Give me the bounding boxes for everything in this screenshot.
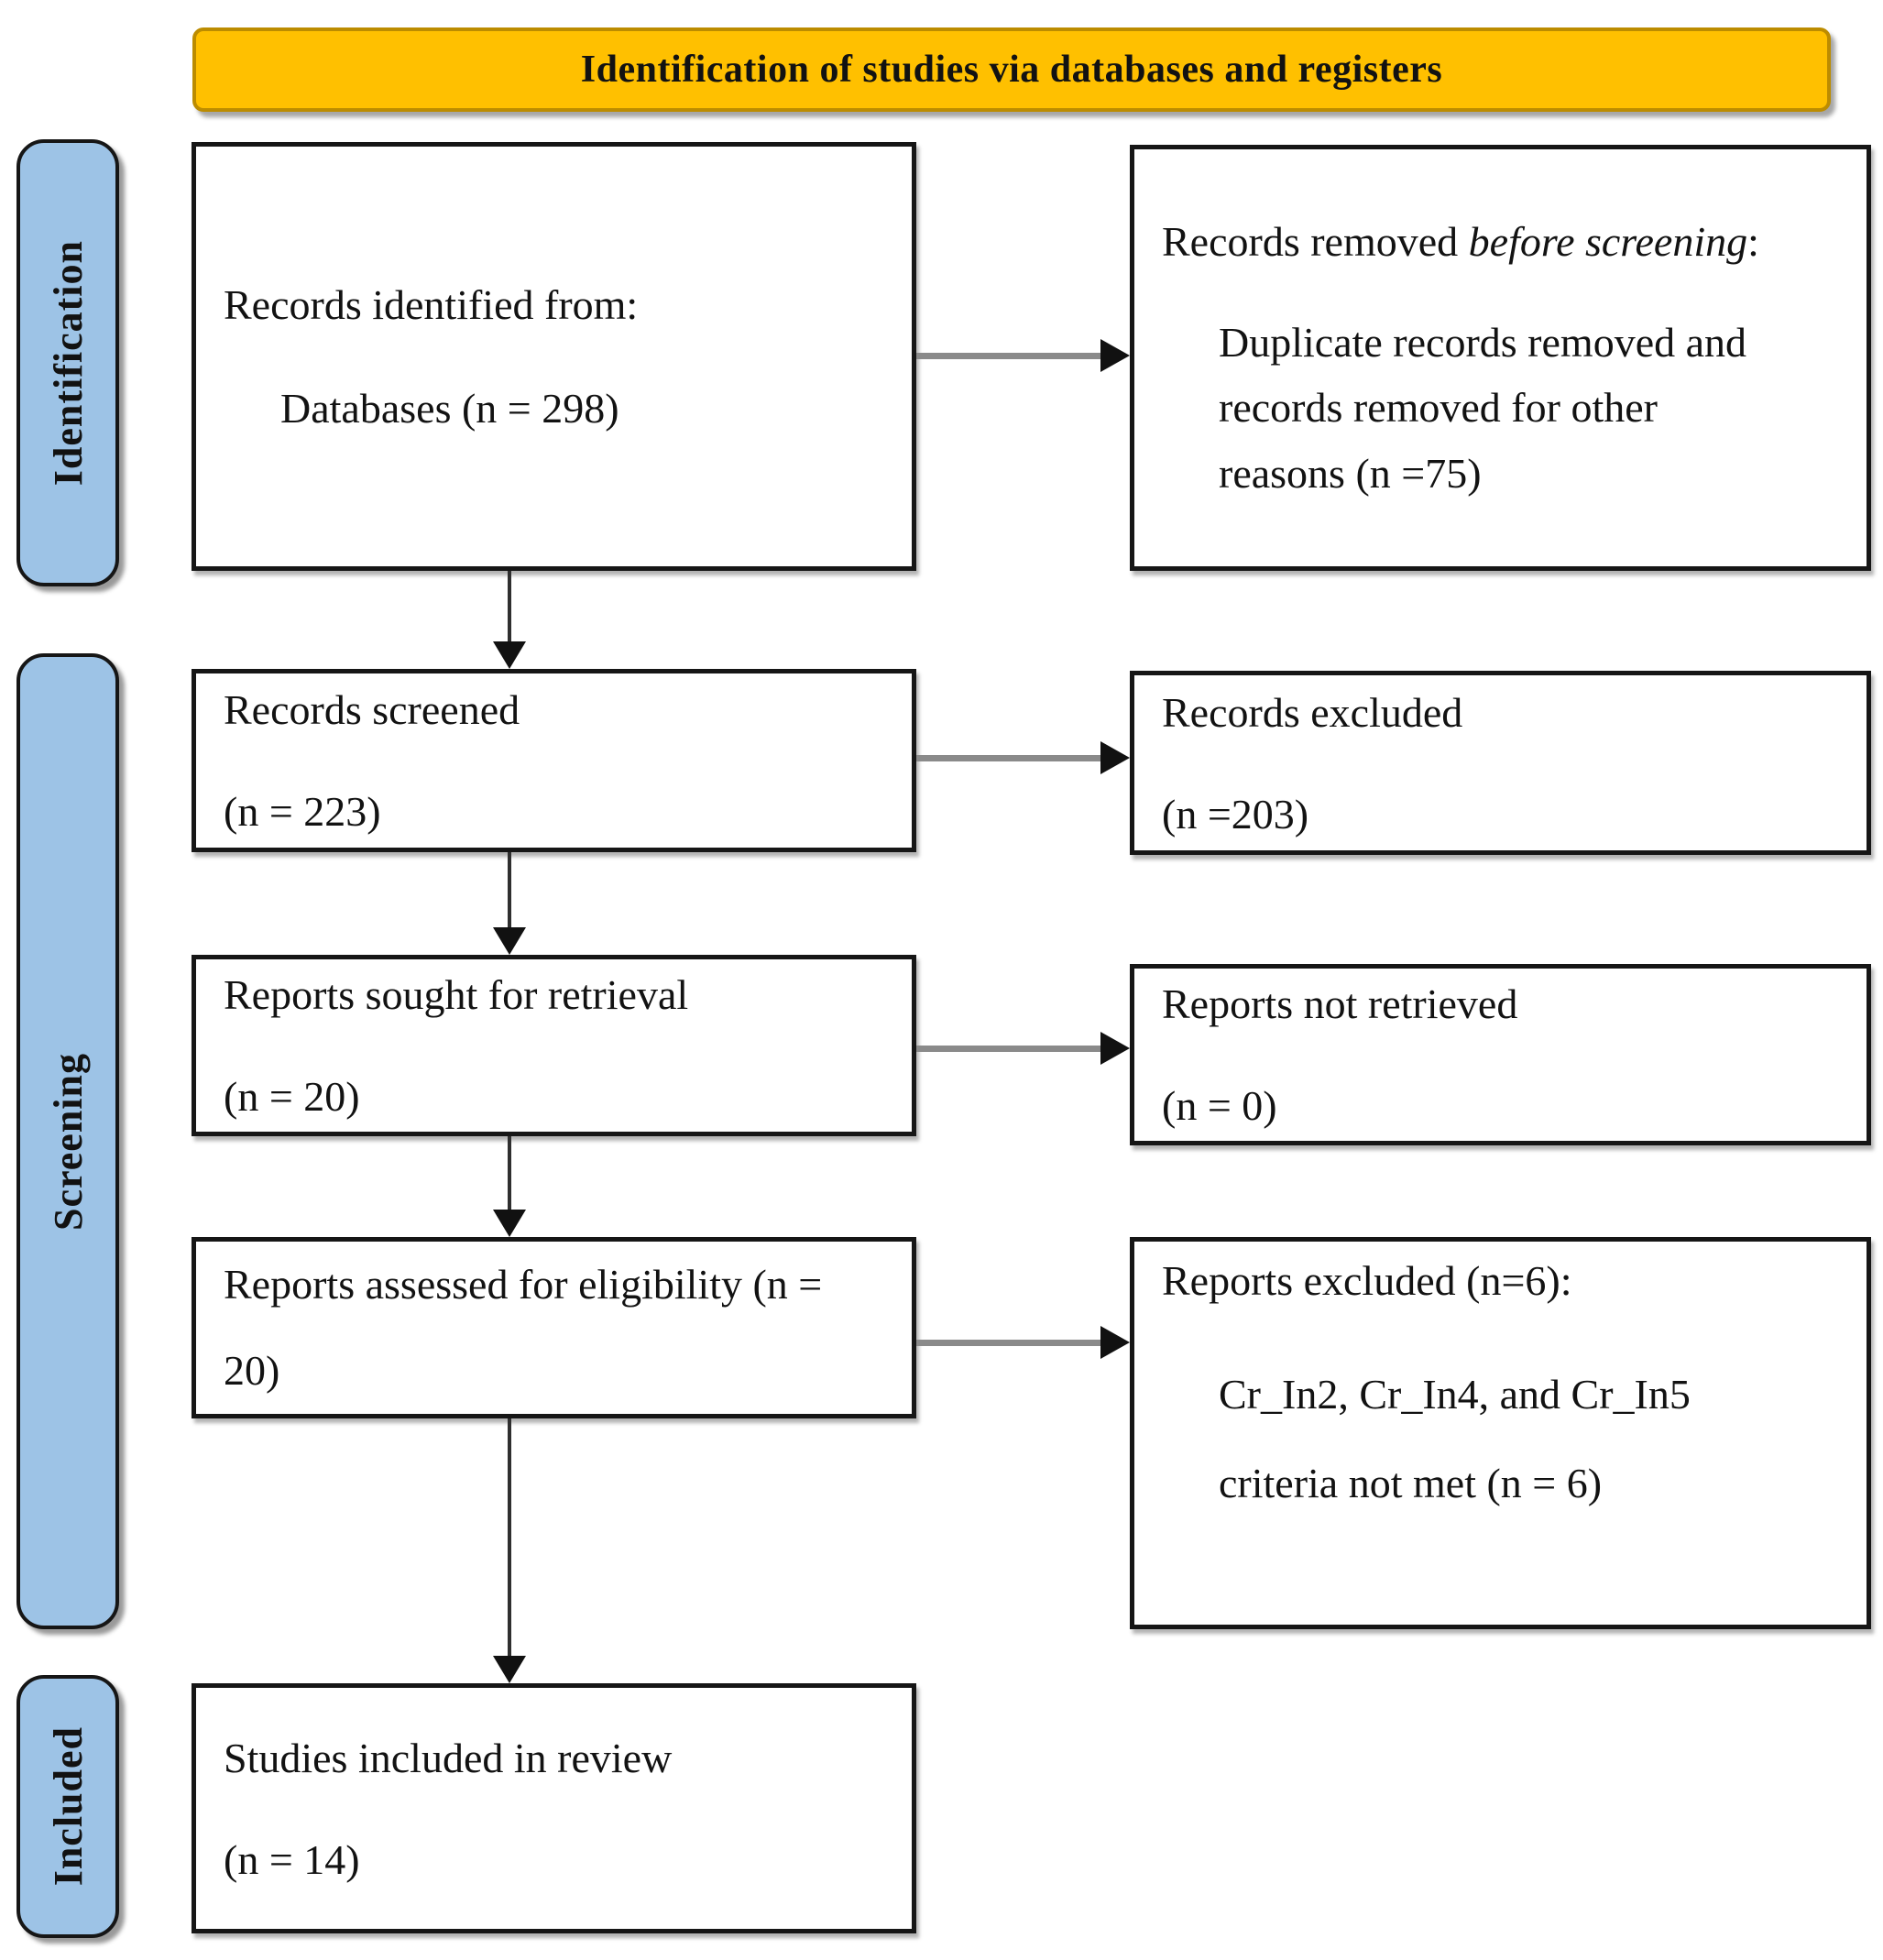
reports-sought-line1: Reports sought for retrieval [224, 971, 689, 1018]
stage-label-identification-text: Identification [45, 239, 91, 487]
banner: Identification of studies via databases … [192, 27, 1831, 112]
right-arrow-head-icon-2 [1100, 741, 1130, 774]
records-screened-line1: Records screened [224, 686, 520, 733]
records-identified-heading: Records identified from: [224, 281, 639, 328]
down-arrow-head-icon-1 [493, 641, 526, 669]
records-excluded-line1: Records excluded [1162, 688, 1463, 736]
records-removed-heading-italic: before screening [1468, 218, 1748, 266]
down-arrow-head-icon-2 [493, 927, 526, 955]
reports-sought-line2: (n = 20) [224, 1073, 360, 1120]
box-reports-not-retrieved: Reports not retrieved (n = 0) [1130, 964, 1871, 1145]
reports-excluded-detail: Cr_In2, Cr_In4, and Cr_In5 criteria not … [1219, 1371, 1691, 1506]
down-arrow-line-3 [508, 1136, 511, 1210]
records-identified-detail: Databases (n = 298) [280, 385, 619, 432]
right-arrow-head-icon-1 [1100, 339, 1130, 372]
studies-included-line1: Studies included in review [224, 1734, 673, 1781]
box-records-screened: Records screened (n = 223) [192, 669, 916, 852]
records-removed-heading-suffix: : [1747, 218, 1759, 266]
box-reports-sought: Reports sought for retrieval (n = 20) [192, 955, 916, 1136]
stage-label-included-text: Included [45, 1726, 91, 1887]
down-arrow-line-1 [508, 571, 511, 641]
records-removed-detail: Duplicate records removed and records re… [1219, 319, 1747, 497]
down-arrow-head-icon-3 [493, 1210, 526, 1237]
box-reports-excluded: Reports excluded (n=6): Cr_In2, Cr_In4, … [1130, 1237, 1871, 1629]
records-excluded-line2: (n =203) [1162, 790, 1309, 838]
down-arrow-head-icon-4 [493, 1656, 526, 1683]
right-arrow-head-icon-3 [1100, 1032, 1130, 1065]
reports-not-retrieved-line2: (n = 0) [1162, 1082, 1277, 1129]
box-records-identified: Records identified from: Databases (n = … [192, 142, 916, 571]
right-arrow-line-2 [916, 755, 1100, 761]
box-studies-included: Studies included in review (n = 14) [192, 1683, 916, 1933]
down-arrow-line-4 [508, 1418, 511, 1656]
right-arrow-head-icon-4 [1100, 1326, 1130, 1359]
box-records-excluded: Records excluded (n =203) [1130, 671, 1871, 855]
down-arrow-line-2 [508, 852, 511, 927]
stage-label-screening: Screening [16, 653, 119, 1629]
records-screened-line2: (n = 223) [224, 788, 381, 835]
reports-not-retrieved-line1: Reports not retrieved [1162, 980, 1518, 1027]
stage-label-included: Included [16, 1675, 119, 1938]
box-reports-assessed: Reports assessed for eligibility (n = 20… [192, 1237, 916, 1418]
box-records-removed: Records removed before screening: Duplic… [1130, 145, 1871, 571]
records-removed-heading: Records removed before screening: [1162, 210, 1839, 273]
studies-included-line2: (n = 14) [224, 1835, 360, 1883]
records-removed-heading-prefix: Records removed [1162, 218, 1469, 266]
right-arrow-line-3 [916, 1046, 1100, 1052]
stage-label-screening-text: Screening [45, 1052, 91, 1231]
reports-assessed-text: Reports assessed for eligibility (n = 20… [224, 1260, 823, 1394]
banner-title: Identification of studies via databases … [580, 49, 1443, 91]
reports-excluded-heading: Reports excluded (n=6): [1162, 1257, 1572, 1304]
right-arrow-line-4 [916, 1340, 1100, 1346]
stage-label-identification: Identification [16, 139, 119, 586]
right-arrow-line-1 [916, 353, 1100, 359]
